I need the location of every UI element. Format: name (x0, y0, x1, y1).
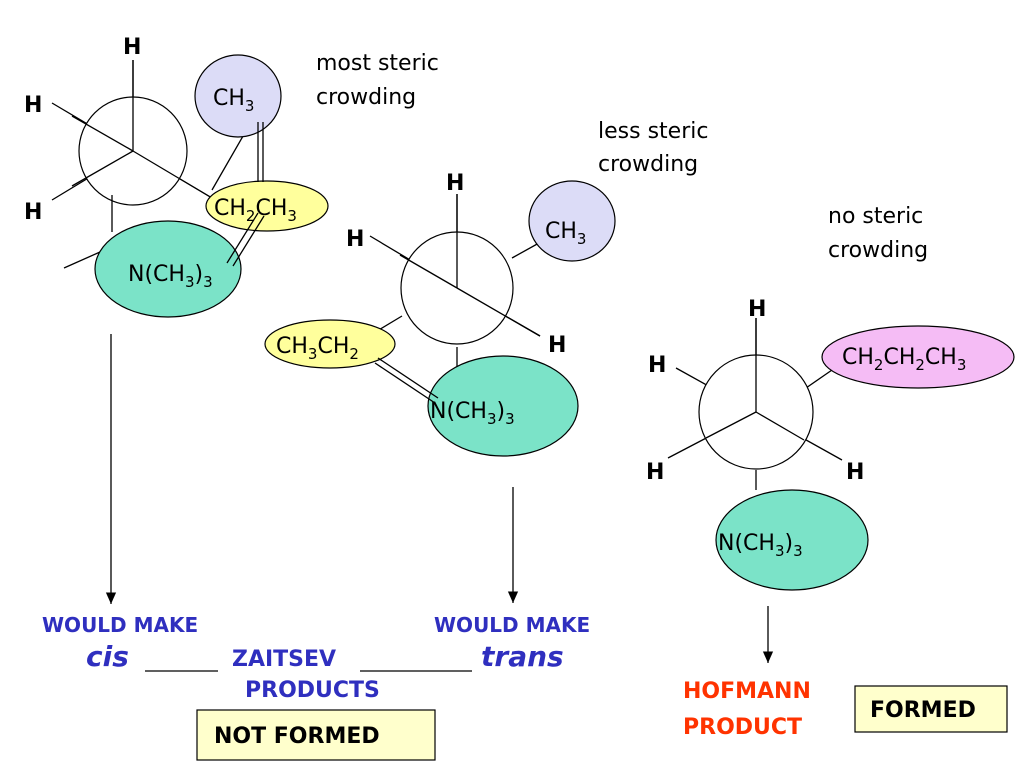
zaitsev-label: ZAITSEV (232, 647, 336, 672)
products-label: PRODUCTS (245, 678, 380, 703)
zaitsev-products-block: ZAITSEV PRODUCTS NOT FORMED (145, 647, 472, 761)
gauche-line-2b (374, 362, 436, 404)
amine-label: N(CH3)3 (430, 399, 515, 428)
product-label: PRODUCT (683, 715, 802, 740)
bond-front-left-1b (71, 115, 134, 152)
bond-front-left-2b (399, 254, 458, 289)
isomer-label: cis (86, 640, 129, 673)
gauche-line-2a (377, 357, 439, 399)
hydrogen-label: H (24, 200, 42, 225)
bond-back-propyl-3 (805, 369, 833, 389)
strain-line-1c (226, 212, 259, 264)
hydrogen-label: H (24, 93, 42, 118)
would-make-label: WOULD MAKE (434, 613, 590, 637)
isomer-label: trans (481, 640, 564, 673)
hofmann-label: HOFMANN (683, 679, 811, 704)
methyl-ellipse-2 (528, 180, 616, 262)
methyl-label: CH3 (213, 86, 254, 115)
amine-label: N(CH3)3 (718, 531, 803, 560)
bond-front-right-2b (456, 287, 541, 337)
hydrogen-label: H (646, 460, 664, 485)
ethyl-label: CH2CH3 (214, 196, 297, 225)
bond-front-right-1b (132, 150, 213, 199)
bond-front-lowerleft-1b (71, 150, 134, 187)
amine-ellipse-2 (427, 355, 579, 457)
ethyl-label: CH3CH2 (276, 334, 359, 363)
propyl-label: CH2CH2CH3 (842, 345, 966, 374)
hydrogen-label: H (346, 227, 364, 252)
newman-projection-1: H H H CH3 CH2CH3 N(CH3)3 most steric cro… (24, 35, 439, 673)
hydrogen-label: H (748, 297, 766, 322)
hydrogen-label: H (548, 333, 566, 358)
not-formed-label: NOT FORMED (214, 724, 380, 749)
methyl-ellipse-1 (194, 54, 282, 138)
amine-ellipse-3 (715, 489, 869, 591)
strain-line-1d (232, 215, 265, 267)
amine-ellipse-1 (94, 220, 242, 318)
newman-projection-2: H H H CH3 CH3CH2 N(CH3)3 less steric cro… (264, 119, 708, 673)
hydrogen-label: H (846, 460, 864, 485)
steric-note-line1: most steric (316, 51, 439, 76)
steric-note-line2: crowding (828, 238, 928, 263)
ethyl-ellipse-1 (205, 180, 329, 232)
amine-label: N(CH3)3 (128, 262, 213, 291)
formed-label: FORMED (870, 698, 976, 723)
steric-note-line2: crowding (598, 152, 698, 177)
formed-box (854, 685, 1008, 733)
steric-note-line1: no steric (828, 204, 923, 229)
hydrogen-label: H (123, 35, 141, 60)
hofmann-product-block: HOFMANN PRODUCT FORMED (683, 679, 1008, 740)
not-formed-box (196, 709, 436, 761)
bond-back-amine-1 (63, 251, 101, 269)
bond-front-lowerleft-3b (705, 411, 757, 439)
propyl-ellipse-3 (821, 325, 1015, 389)
hydrogen-label: H (648, 353, 666, 378)
methyl-label: CH3 (545, 219, 586, 248)
bond-front-lowerright-3b (755, 411, 805, 441)
newman-projection-3: H H H H CH2CH2CH3 N(CH3)3 no steric crow… (646, 204, 1015, 663)
steric-note-line2: crowding (316, 85, 416, 110)
ethyl-ellipse-2 (264, 319, 396, 369)
hydrogen-label: H (446, 171, 464, 196)
steric-note-line1: less steric (598, 119, 708, 144)
would-make-label: WOULD MAKE (42, 613, 198, 637)
